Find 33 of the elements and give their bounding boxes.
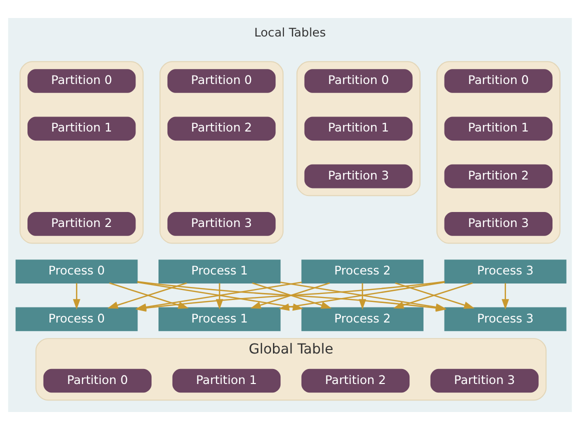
- node-box: Partition 1: [172, 368, 281, 393]
- node-box: Partition 1: [304, 116, 413, 141]
- node-box: Partition 2: [301, 368, 410, 393]
- node-box: Partition 2: [167, 116, 276, 141]
- arrow: [72, 283, 80, 310]
- arrow: [502, 283, 510, 310]
- label: Local Tables: [254, 25, 326, 40]
- node-box: Process 0: [16, 307, 138, 332]
- node-box: Partition 0: [304, 69, 413, 93]
- node-box: Partition 0: [43, 368, 152, 393]
- node-box: Process 3: [444, 307, 566, 332]
- cluster: [436, 61, 560, 244]
- node-box: Partition 0: [28, 69, 136, 93]
- node-box: Process 2: [301, 307, 424, 332]
- node-box: Partition 3: [304, 164, 413, 188]
- node-box: Process 1: [158, 307, 281, 332]
- node-box: Partition 3: [444, 212, 552, 236]
- node-box: Partition 2: [28, 212, 136, 236]
- node-box: Partition 3: [430, 368, 539, 393]
- node-box: Partition 3: [167, 212, 276, 236]
- node-box: Partition 0: [444, 69, 552, 93]
- node-box: Process 2: [301, 260, 424, 284]
- arrow: [358, 283, 366, 310]
- node-box: Process 1: [158, 260, 281, 284]
- node-box: Partition 1: [28, 116, 136, 141]
- cluster: [296, 61, 420, 196]
- node-box: Partition 0: [167, 69, 276, 93]
- node-box: Process 0: [16, 260, 138, 284]
- cluster: [160, 61, 284, 244]
- node-box: Partition 2: [444, 164, 552, 188]
- node-box: Partition 1: [444, 116, 552, 141]
- node-box: Process 3: [444, 260, 566, 284]
- cluster: [20, 61, 144, 244]
